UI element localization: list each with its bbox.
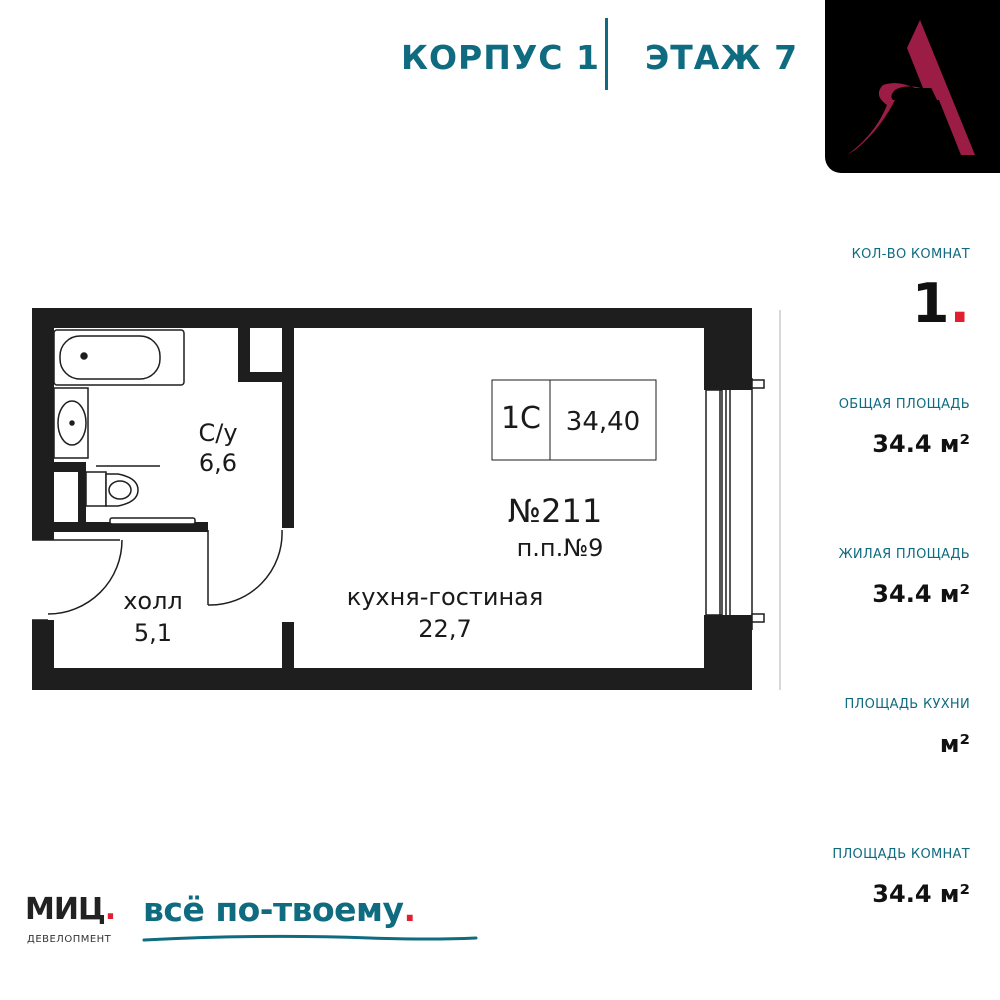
floor-label: ЭТАЖ 7 (645, 38, 799, 77)
sink (53, 387, 89, 459)
kitchen-area-label: ПЛОЩАДЬ КУХНИ (844, 697, 970, 712)
apartment-number: №211 (508, 492, 602, 530)
kitchen-living-area: 22,7 (418, 615, 471, 643)
letter-a-logo-icon (847, 20, 975, 155)
living-area-value: 34.4 м² (872, 580, 970, 608)
living-area-label: ЖИЛАЯ ПЛОЩАДЬ (838, 547, 970, 562)
slogan-underline (142, 934, 478, 942)
rooms-area-value: 34.4 м² (872, 880, 970, 908)
window (705, 310, 781, 690)
brand-subtitle: ДЕВЕЛОПМЕНТ (27, 934, 112, 945)
rooms-count-value: 1. (911, 272, 970, 335)
kitchen-area-value: м² (939, 730, 970, 758)
apartment-type-code: 1С (501, 401, 541, 436)
doors (32, 529, 283, 621)
bathtub (53, 329, 185, 386)
hall-name: холл (123, 587, 183, 615)
plan-number: п.п.№9 (517, 534, 604, 562)
toilet (85, 465, 196, 525)
brand-name: МИЦ. (25, 892, 116, 927)
bathroom-name: С/у (198, 419, 237, 447)
total-area-label: ОБЩАЯ ПЛОЩАДЬ (838, 397, 970, 412)
apartment-type-area: 34,40 (566, 407, 640, 437)
floor-plan: 1С 34,40 №211 п.п.№9 С/у 6,6 холл 5,1 ку… (32, 308, 781, 690)
total-area-value: 34.4 м² (872, 430, 970, 458)
header-divider (605, 18, 608, 90)
brand-slogan: всё по-твоему. (143, 890, 416, 929)
kitchen-living-name: кухня-гостиная (347, 583, 544, 611)
apartment-type-box (491, 379, 657, 461)
walls (32, 308, 752, 690)
brand-logo (825, 0, 1000, 173)
rooms-count-label: КОЛ-ВО КОМНАТ (851, 247, 970, 262)
building-label: КОРПУС 1 (401, 38, 600, 77)
bathroom-area: 6,6 (199, 449, 237, 477)
hall-area: 5,1 (134, 619, 172, 647)
rooms-area-label: ПЛОЩАДЬ КОМНАТ (832, 847, 970, 862)
